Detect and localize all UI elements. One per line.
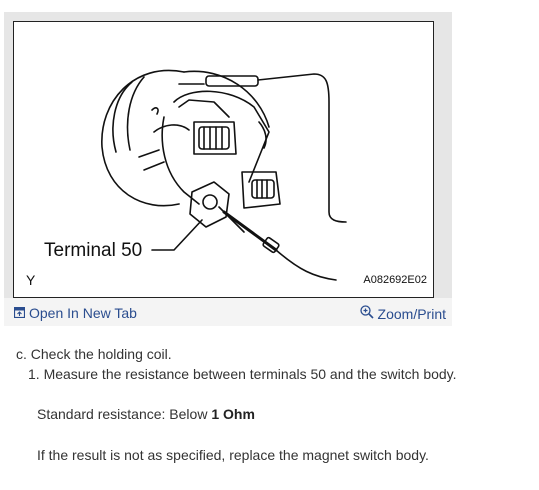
figure-card: Terminal 50 Y A082692E02 Open In New Tab… bbox=[4, 12, 452, 326]
standard-resistance: Standard resistance: Below 1 Ohm bbox=[37, 406, 255, 422]
magnet-switch-illustration bbox=[101, 69, 347, 281]
result-note: If the result is not as specified, repla… bbox=[37, 447, 429, 463]
open-in-new-tab-icon bbox=[13, 305, 26, 321]
zoom-in-icon bbox=[359, 305, 374, 322]
standard-resistance-value: 1 Ohm bbox=[211, 406, 255, 422]
open-in-new-tab-label: Open In New Tab bbox=[29, 305, 137, 321]
zoom-print-label: Zoom/Print bbox=[377, 305, 446, 322]
terminal-50-callout: Terminal 50 bbox=[42, 240, 145, 262]
step-heading: c. Check the holding coil. bbox=[16, 346, 172, 362]
step-item: 1. Measure the resistance between termin… bbox=[28, 366, 457, 382]
figure-footer: Open In New Tab Zoom/Print bbox=[4, 298, 452, 326]
zoom-print-link[interactable]: Zoom/Print bbox=[359, 305, 446, 322]
standard-resistance-label: Standard resistance: Below bbox=[37, 406, 208, 422]
figure-code: A082692E02 bbox=[363, 274, 427, 286]
figure-corner-mark: Y bbox=[26, 272, 36, 288]
open-in-new-tab-link[interactable]: Open In New Tab bbox=[13, 305, 137, 321]
figure-image[interactable]: Terminal 50 Y A082692E02 bbox=[13, 21, 434, 298]
